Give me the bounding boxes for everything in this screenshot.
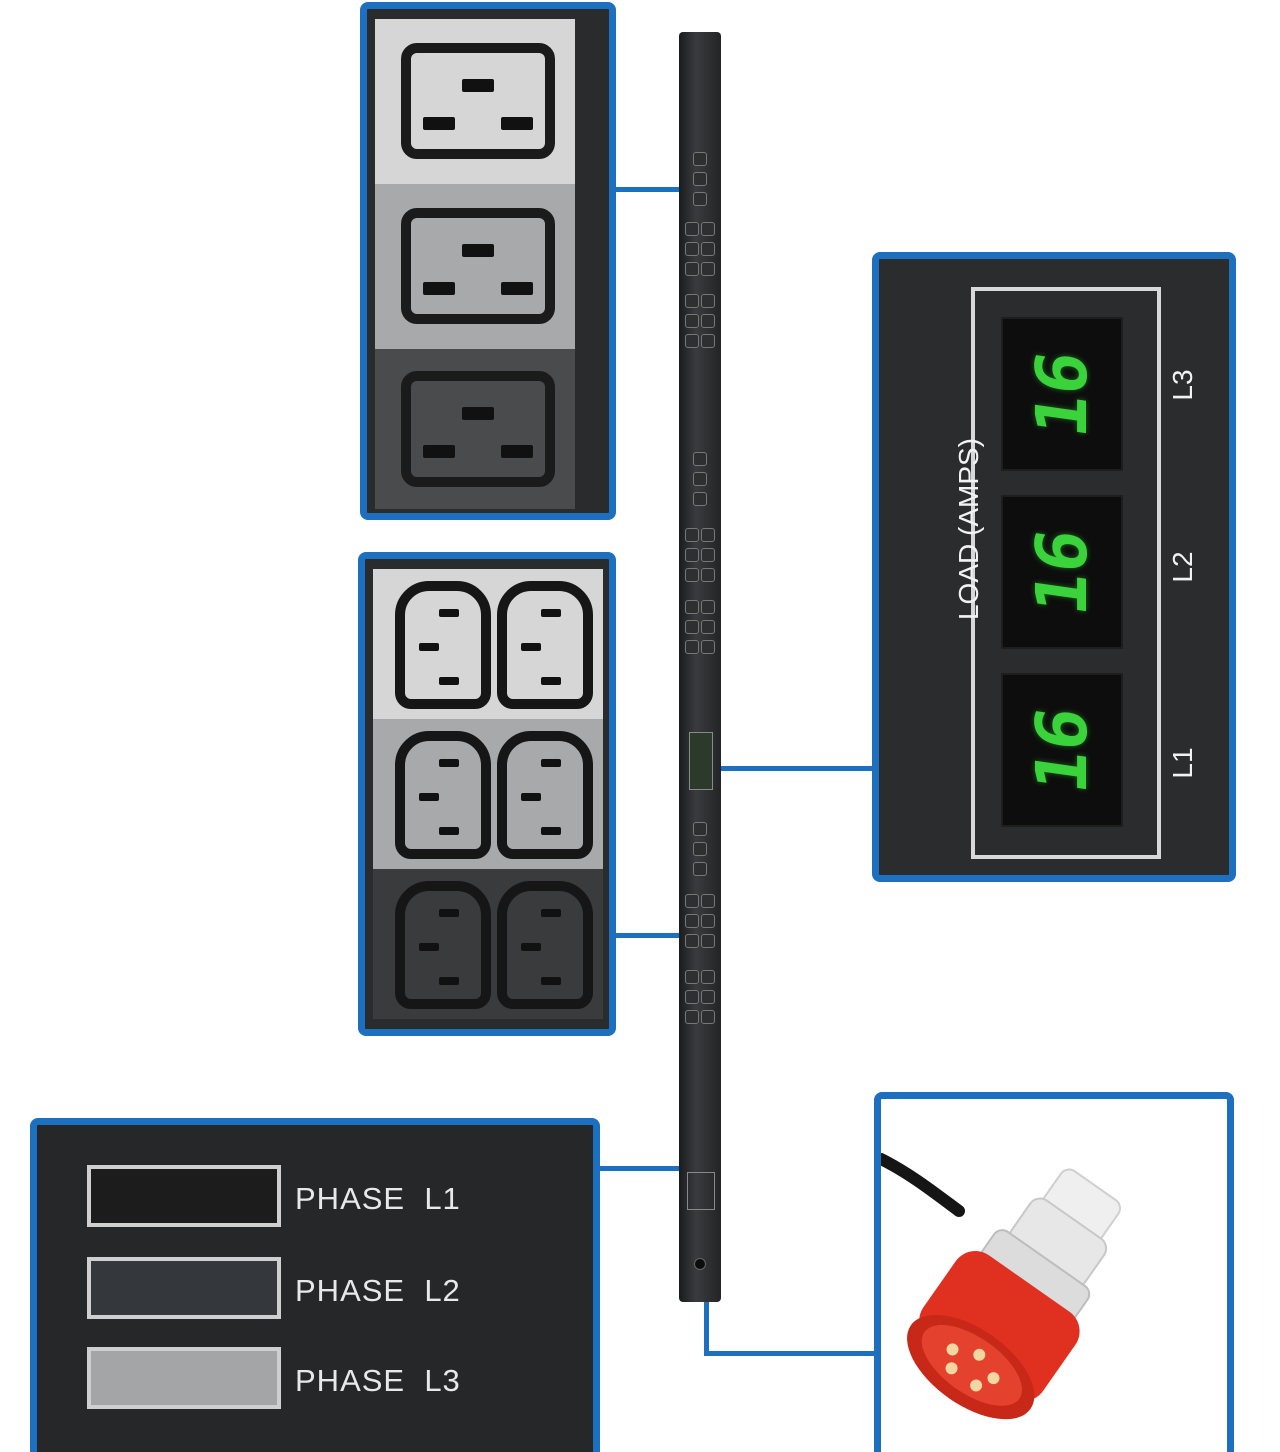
phase-l3-swatch bbox=[87, 1347, 281, 1409]
phase-l1-label: PHASE L1 bbox=[295, 1181, 461, 1216]
c19-outlet-l3 bbox=[375, 349, 575, 509]
c13-outlet-panel bbox=[358, 552, 616, 1036]
reading-l2-display: 16 bbox=[1001, 495, 1123, 649]
display-bezel bbox=[971, 287, 1161, 859]
c13-outlets-l1 bbox=[373, 569, 603, 719]
c13-outlets-l2 bbox=[373, 719, 603, 869]
reading-l2-label: L2 bbox=[1167, 551, 1198, 583]
reading-l1-label: L1 bbox=[1167, 747, 1198, 779]
connector-line-c13 bbox=[612, 933, 682, 938]
connector-line-c19 bbox=[612, 187, 682, 192]
reading-l1-display: 16 bbox=[1001, 673, 1123, 827]
connector-line-plug-v bbox=[704, 1300, 709, 1356]
phase-l3-label: PHASE L3 bbox=[295, 1363, 461, 1398]
reading-l3-value: 16 bbox=[1020, 346, 1103, 442]
c19-outlet-l1 bbox=[375, 19, 575, 184]
load-amps-label: LOAD (AMPS) bbox=[953, 437, 984, 621]
phase-l2-label: PHASE L2 bbox=[295, 1273, 461, 1308]
reading-l3-label: L3 bbox=[1167, 369, 1198, 401]
connector-line-legend bbox=[598, 1166, 682, 1171]
connector-line-display bbox=[718, 766, 878, 771]
reading-l3-display: 16 bbox=[1001, 317, 1123, 471]
iec-plug-image bbox=[881, 1153, 1121, 1420]
phase-l2-swatch bbox=[87, 1257, 281, 1319]
strip-mini-display bbox=[689, 732, 713, 790]
load-display-panel: LOAD (AMPS) 16 L3 16 L2 16 L1 bbox=[872, 252, 1236, 882]
c19-outlet-l2 bbox=[375, 184, 575, 349]
plug-panel bbox=[874, 1092, 1234, 1452]
phase-l1-swatch bbox=[87, 1165, 281, 1227]
connector-line-plug-h bbox=[704, 1351, 880, 1356]
c13-outlets-l3 bbox=[373, 869, 603, 1019]
reading-l1-value: 16 bbox=[1020, 702, 1103, 798]
phase-legend-panel: PHASE L1 PHASE L2 PHASE L3 bbox=[30, 1118, 600, 1452]
pdu-strip bbox=[679, 32, 721, 1302]
c19-outlet-panel bbox=[360, 2, 616, 520]
reading-l2-value: 16 bbox=[1020, 524, 1103, 620]
